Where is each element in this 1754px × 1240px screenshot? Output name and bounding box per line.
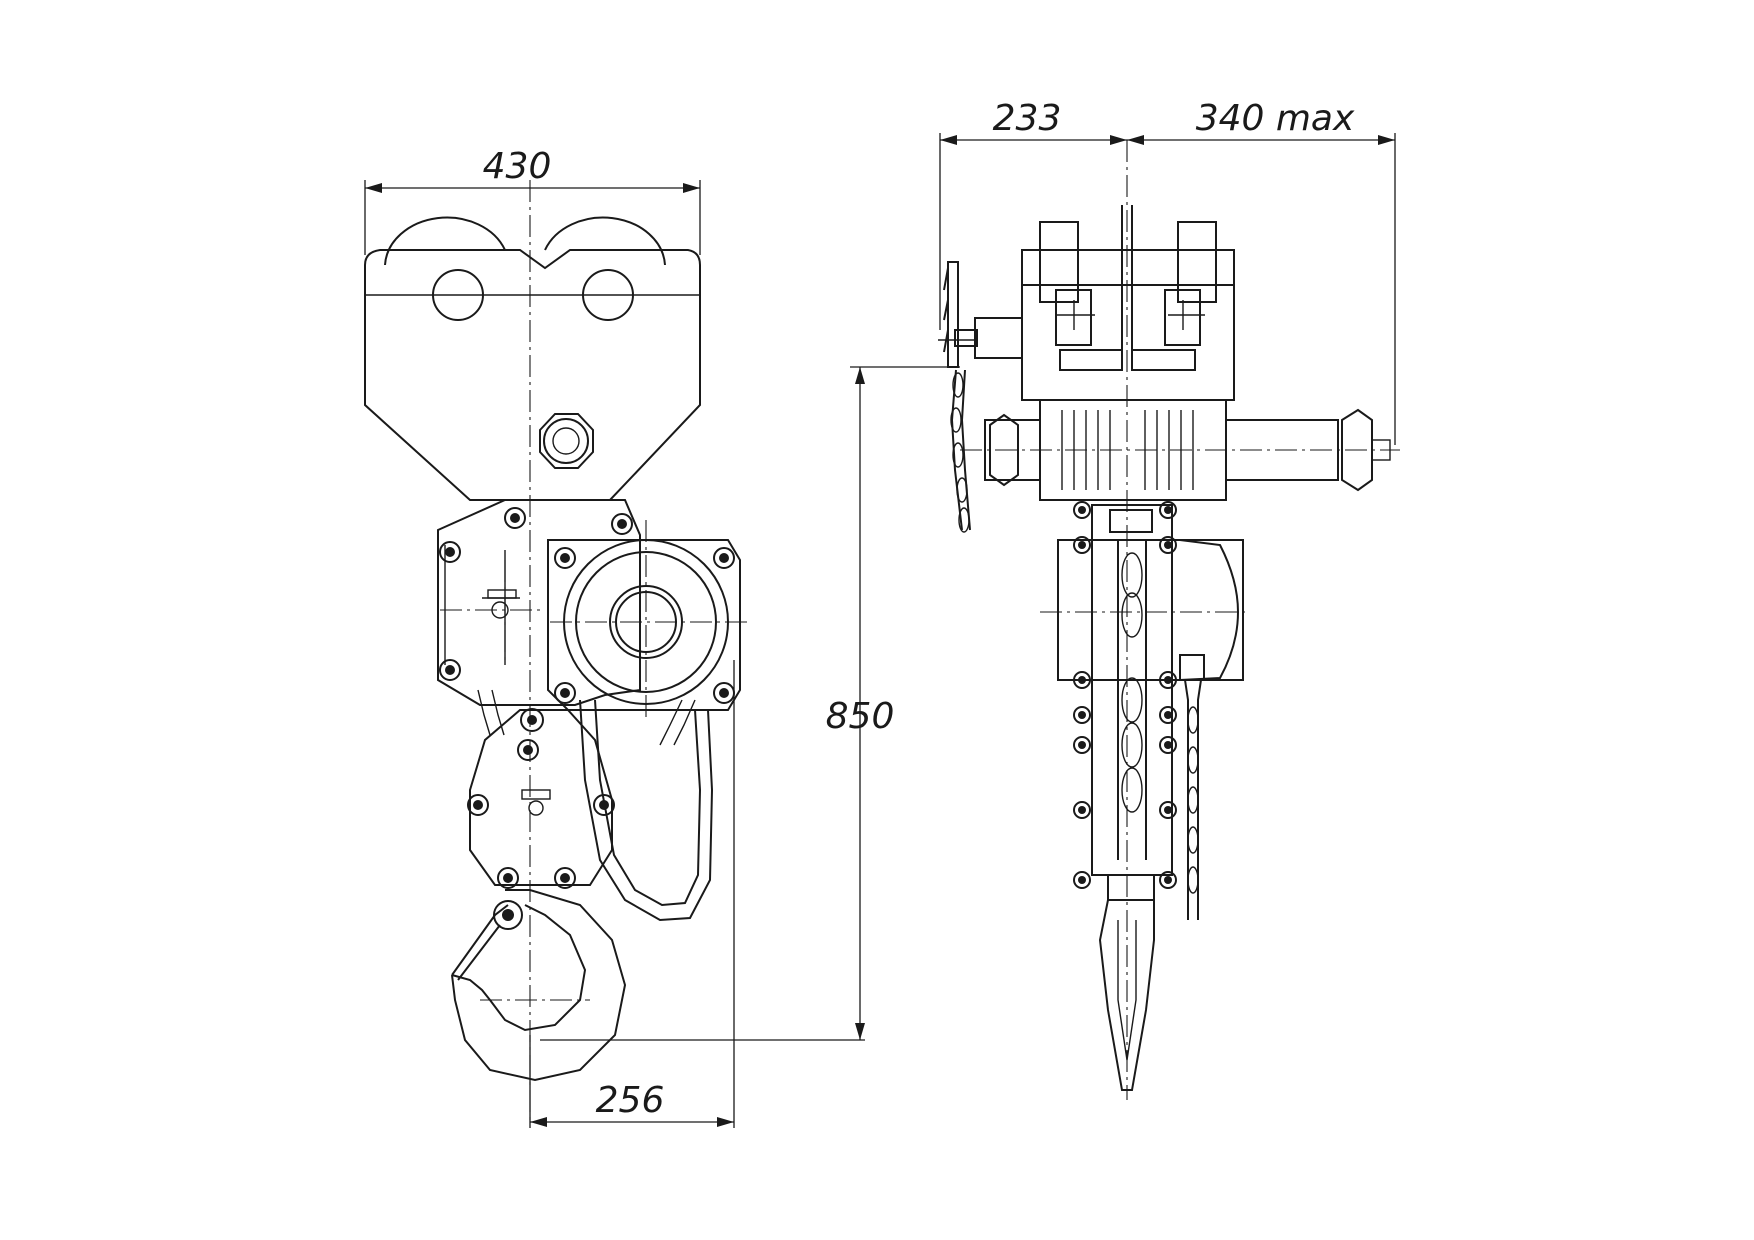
cross-shaft bbox=[960, 408, 1400, 492]
trolley-plate bbox=[364, 249, 701, 501]
dimension-340-max-label: 340 max bbox=[1196, 98, 1355, 139]
trolley-wheels bbox=[384, 216, 666, 266]
side-hand-chain bbox=[1184, 679, 1202, 920]
side-view bbox=[938, 140, 1400, 1100]
hand-chain bbox=[477, 689, 714, 922]
dimension-233: 233 bbox=[939, 98, 1127, 330]
dimension-430-label: 430 bbox=[483, 146, 552, 187]
i-beam bbox=[1059, 205, 1196, 371]
trolley-frame bbox=[1021, 221, 1235, 501]
dimension-850-label: 850 bbox=[826, 696, 895, 737]
dimension-430: 430 bbox=[364, 146, 701, 255]
dimension-233-label: 233 bbox=[993, 98, 1062, 139]
dimension-340-max: 340 max bbox=[1127, 98, 1396, 445]
gear-box bbox=[1040, 501, 1250, 889]
dimension-256: 256 bbox=[529, 660, 735, 1128]
hand-wheel-cover bbox=[547, 520, 750, 720]
drive-sprocket bbox=[938, 261, 1023, 533]
dimension-850: 850 bbox=[540, 366, 960, 1041]
hoist-body bbox=[437, 499, 641, 706]
hook bbox=[451, 889, 627, 1082]
bottom-block bbox=[467, 708, 615, 889]
dimension-256-label: 256 bbox=[596, 1080, 665, 1121]
front-view bbox=[364, 180, 750, 1120]
